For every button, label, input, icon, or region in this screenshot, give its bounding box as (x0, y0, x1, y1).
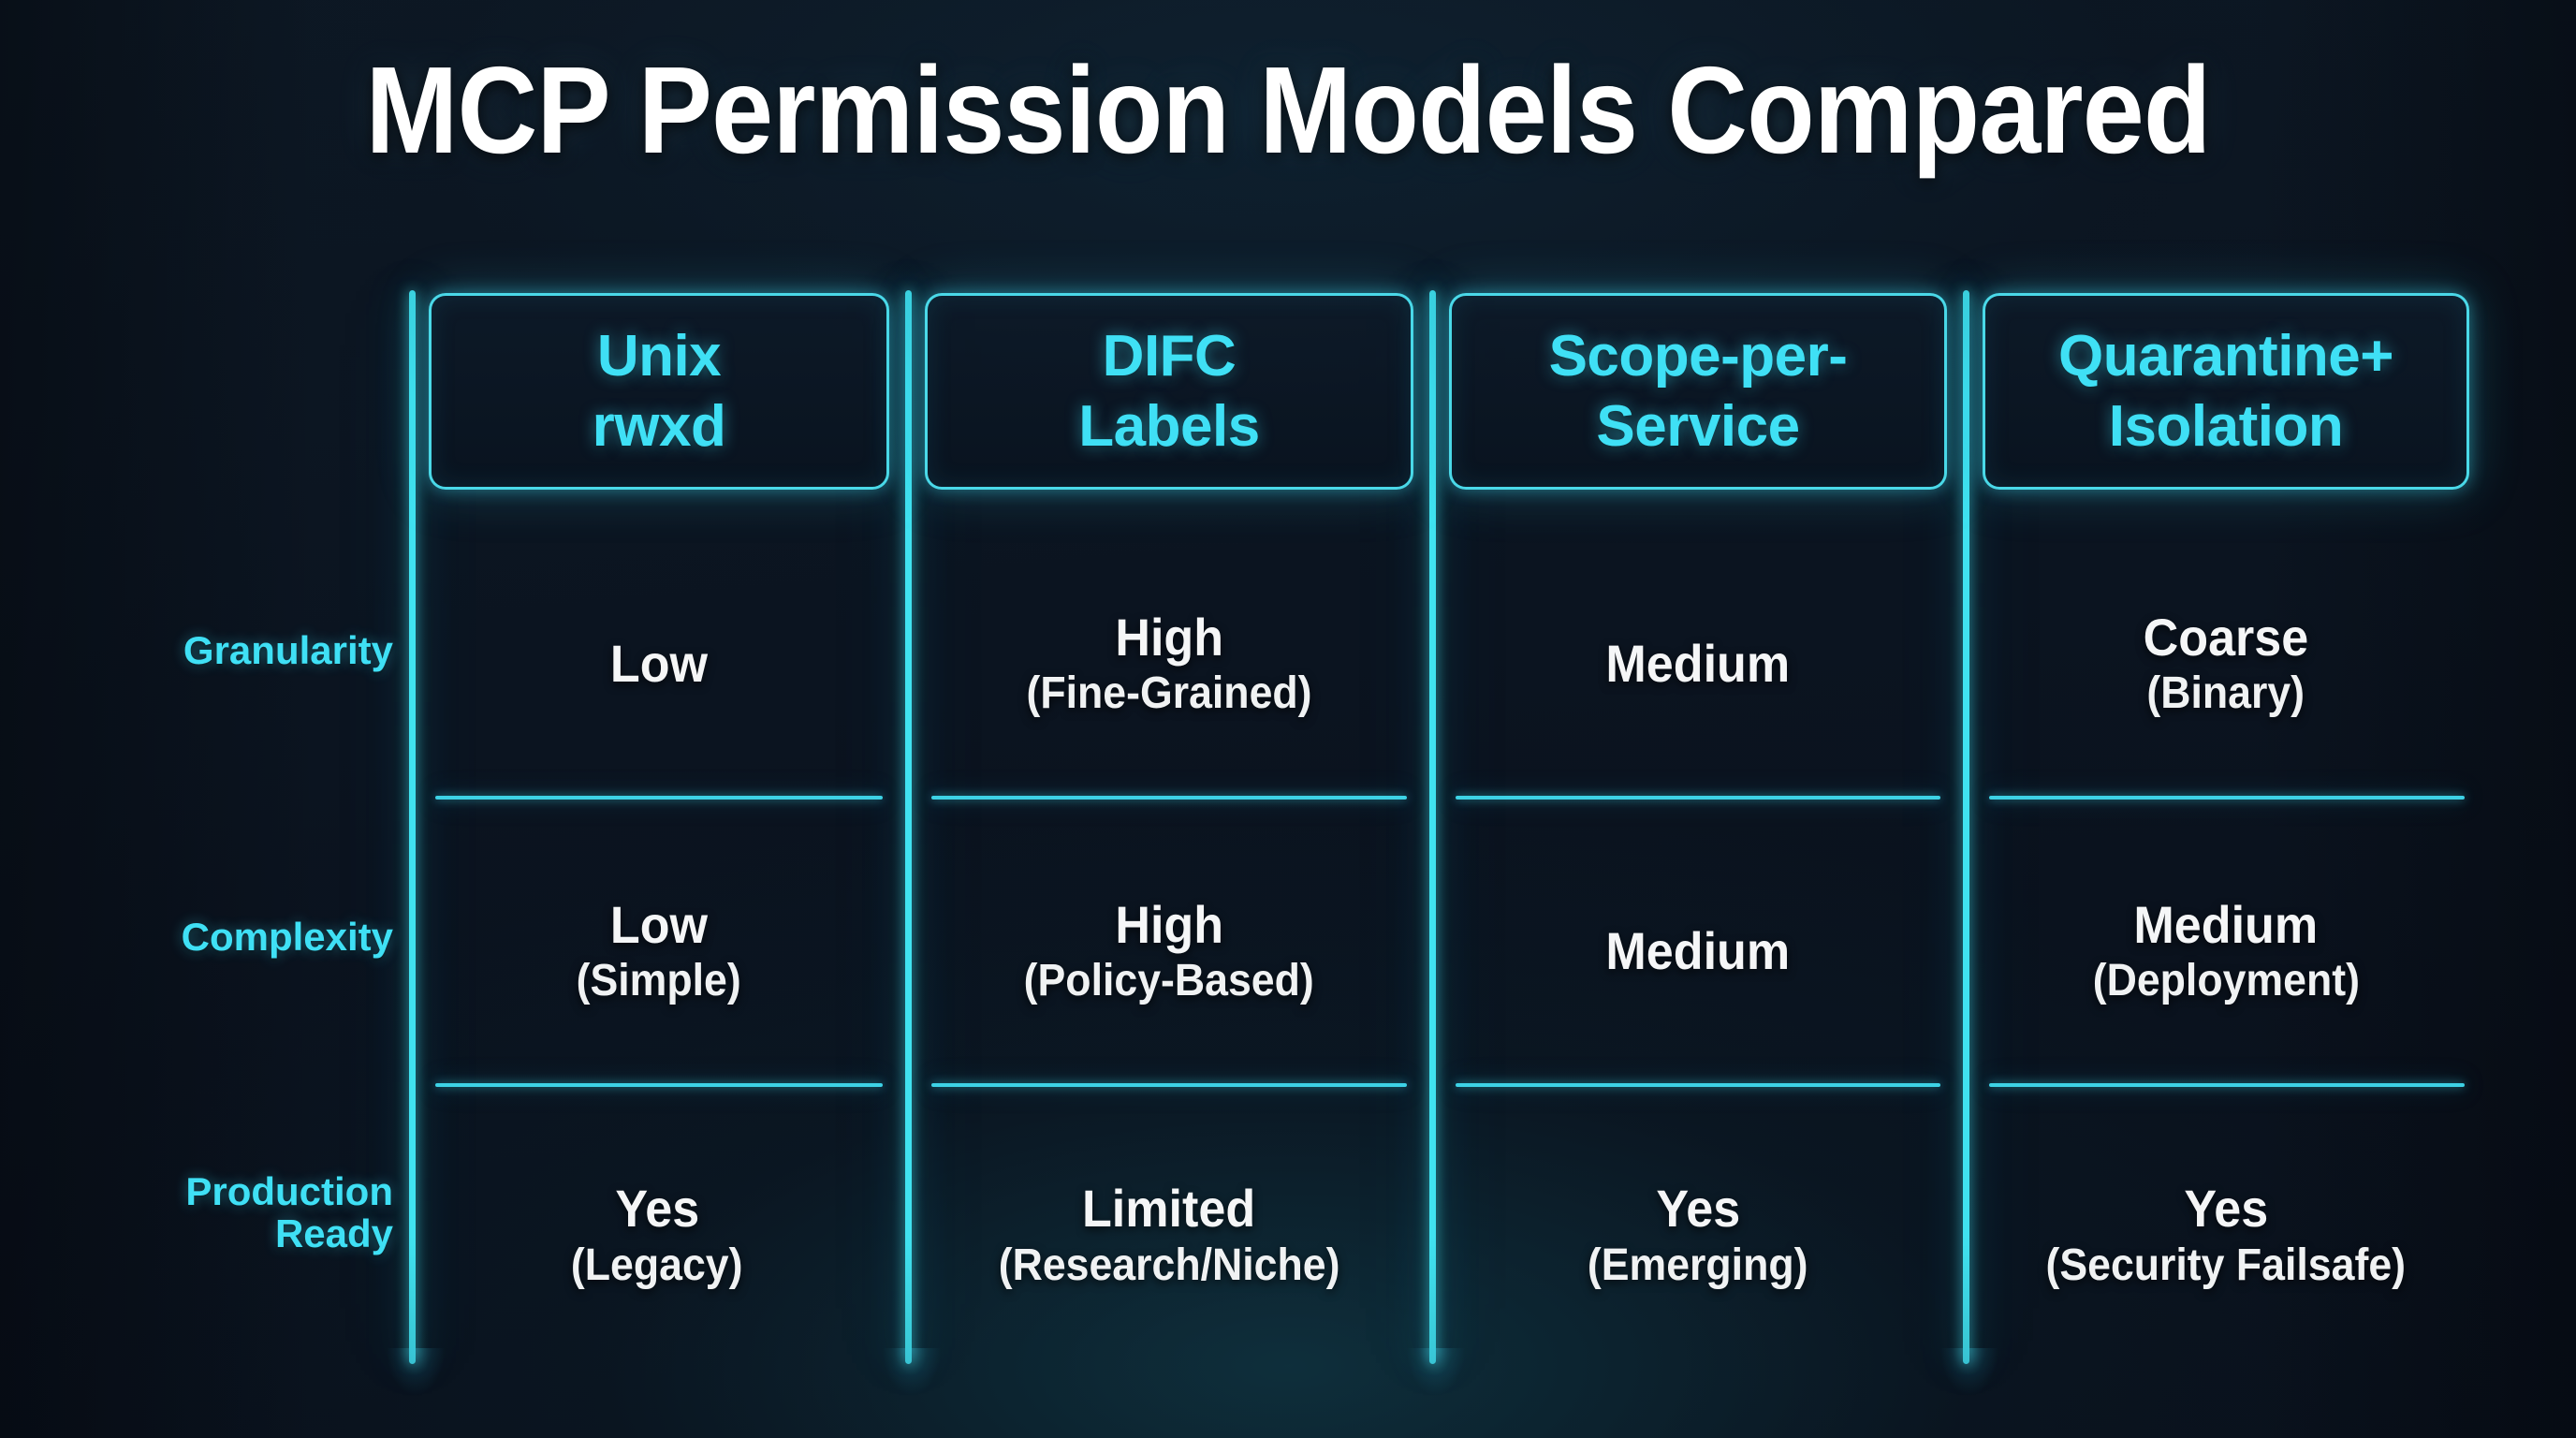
row-divider-2-col-3 (1456, 1083, 1940, 1087)
column-divider-4 (1963, 290, 1969, 1364)
row-label-complexity: Complexity (0, 915, 393, 959)
column-divider-2 (905, 290, 912, 1364)
column-header-scope-line2: Service (1596, 394, 1800, 459)
table-cell: High (Fine-Grained) (925, 532, 1413, 796)
row-divider-2-col-2 (931, 1083, 1407, 1087)
column-header-difc-line1: DIFC (1102, 323, 1237, 389)
cell-sub-value: (Emerging) (1588, 1240, 1808, 1290)
row-divider-1-col-2 (931, 796, 1407, 800)
cell-main-value: Medium (1605, 921, 1791, 981)
row-divider-1-col-1 (435, 796, 883, 800)
row-divider-1-col-4 (1989, 796, 2465, 800)
column-header-scope-line1: Scope-per- (1548, 323, 1848, 389)
row-label-production-ready-line1: Production (185, 1169, 393, 1213)
table-cell: Yes (Emerging) (1443, 1107, 1953, 1364)
cell-main-value: Low (609, 634, 709, 694)
table-cell: Limited (Research/Niche) (919, 1107, 1419, 1364)
column-header-difc-line2: Labels (1078, 394, 1260, 459)
cell-main-value: High (1115, 607, 1223, 667)
column-header-scope-per-service[interactable]: Scope-per- Service (1449, 293, 1947, 490)
column-header-quarantine-isolation[interactable]: Quarantine+ Isolation (1983, 293, 2469, 490)
cell-main-value: Yes (1656, 1179, 1740, 1239)
cell-main-value: Medium (1605, 634, 1791, 694)
cell-sub-value: (Research/Niche) (998, 1240, 1340, 1290)
table-cell: Medium (1449, 532, 1947, 796)
page-title: MCP Permission Models Compared (365, 41, 2211, 179)
cell-sub-value: (Legacy) (571, 1240, 743, 1290)
table-cell: High (Policy-Based) (925, 819, 1413, 1083)
column-header-difc[interactable]: DIFC Labels (925, 293, 1413, 490)
column-header-unix-line1: Unix (596, 323, 722, 389)
row-divider-2-col-1 (435, 1083, 883, 1087)
column-divider-1 (409, 290, 416, 1364)
column-header-unix-line2: rwxd (592, 394, 726, 459)
table-cell: Yes (Security Failsafe) (1975, 1107, 2477, 1364)
row-divider-1-col-3 (1456, 796, 1940, 800)
column-header-unix[interactable]: Unix rwxd (429, 293, 889, 490)
cell-sub-value: (Binary) (2146, 668, 2305, 719)
table-cell: Medium (Deployment) (1983, 819, 2469, 1083)
cell-main-value: Yes (2184, 1179, 2268, 1239)
table-cell: Low (429, 532, 889, 796)
column-header-quarantine-line1: Quarantine+ (2058, 323, 2394, 389)
row-divider-2-col-4 (1989, 1083, 2465, 1087)
row-label-production-ready-line2: Ready (274, 1211, 393, 1256)
cell-sub-value: (Policy-Based) (1023, 956, 1315, 1006)
cell-main-value: Coarse (2143, 607, 2309, 667)
column-header-quarantine-line2: Isolation (2108, 394, 2344, 459)
table-cell: Medium (1449, 819, 1947, 1083)
table-cell: Yes (Legacy) (423, 1107, 891, 1364)
column-divider-3 (1429, 290, 1436, 1364)
cell-main-value: Medium (2133, 894, 2319, 954)
cell-main-value: Yes (615, 1179, 699, 1239)
row-label-complexity-line1: Complexity (181, 915, 393, 959)
cell-main-value: Low (609, 894, 709, 954)
cell-main-value: High (1115, 894, 1223, 954)
table-cell: Low (Simple) (429, 819, 889, 1083)
cell-sub-value: (Fine-Grained) (1026, 668, 1312, 719)
row-label-production-ready: Production Ready (0, 1170, 393, 1255)
cell-sub-value: (Security Failsafe) (2045, 1240, 2407, 1290)
cell-sub-value: (Simple) (576, 956, 742, 1006)
row-label-granularity-line1: Granularity (183, 628, 393, 672)
table-cell: Coarse (Binary) (1983, 532, 2469, 796)
cell-sub-value: (Deployment) (2092, 956, 2360, 1006)
row-label-granularity: Granularity (0, 628, 393, 672)
cell-main-value: Limited (1082, 1179, 1256, 1239)
